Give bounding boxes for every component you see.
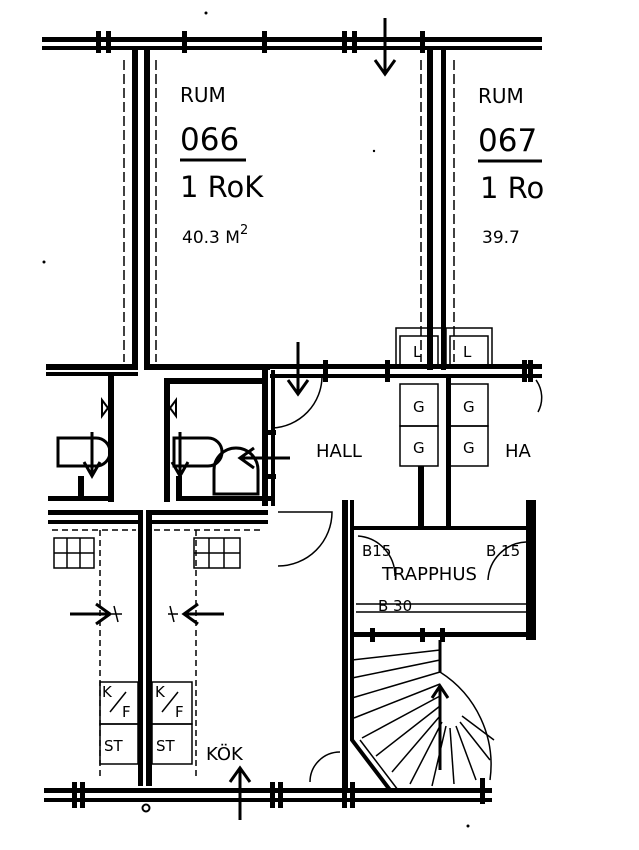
- stair-label: TRAPPHUS: [381, 564, 477, 585]
- storage-cell: L: [413, 343, 422, 361]
- appliance-cells-left: K F ST: [99, 681, 139, 765]
- room-066-type: 1 RoK: [180, 170, 264, 204]
- storage-column-2: L G G: [445, 327, 493, 528]
- spiral-staircase: [350, 640, 495, 792]
- room-067-label: RUM: [478, 84, 524, 108]
- fridge-freezer-f: F: [175, 703, 184, 721]
- kitchen-label: KÖK: [206, 743, 244, 765]
- fridge-freezer-f: F: [122, 703, 131, 721]
- room-066-walls: [144, 48, 433, 370]
- stove-cell: ST: [104, 737, 124, 755]
- kitchen-entry-arrow-icon: [228, 765, 252, 820]
- top-wall: [42, 31, 542, 53]
- room-067: RUM 067 1 Ro 39.7: [441, 48, 544, 370]
- stairwell: [342, 379, 543, 792]
- appliance-cells-center: K F ST: [151, 681, 193, 765]
- dimension-b15-left: B15: [362, 542, 391, 560]
- dimension-b30: B 30: [378, 597, 412, 615]
- room-066: RUM 066 1 RoK 40.3 M2: [180, 83, 264, 248]
- storage-cell: G: [413, 439, 425, 457]
- room-066-number: 066: [180, 122, 239, 158]
- hall-right-label: HA: [505, 441, 532, 462]
- stove-cell: ST: [156, 737, 176, 755]
- kitchen-counter-left: [52, 529, 136, 780]
- left-unit-walls: [46, 48, 138, 376]
- hall-left-label: HALL: [316, 441, 362, 462]
- corridor-upper-wall: [270, 360, 542, 382]
- room-067-area: 39.7: [482, 228, 520, 248]
- hall-door: [271, 342, 323, 429]
- room-067-type: 1 Ro: [480, 171, 544, 205]
- bathroom-left: [48, 376, 114, 502]
- entry-arrow-icon: [373, 18, 397, 77]
- room-067-number: 067: [478, 123, 537, 159]
- kitchen-counter-center: [154, 529, 262, 780]
- bottom-door-arc: [309, 751, 341, 783]
- storage-cell: G: [463, 398, 475, 416]
- fridge-freezer-k: K: [155, 683, 166, 701]
- kitchen-walls: [48, 510, 333, 786]
- storage-column-1: L G G: [395, 327, 443, 528]
- bottom-wall: [44, 778, 492, 813]
- storage-cell: G: [413, 398, 425, 416]
- fridge-freezer-k: K: [102, 683, 113, 701]
- storage-cell: G: [463, 439, 475, 457]
- dimension-b15-right: B 15: [486, 542, 520, 560]
- bathroom-center: [164, 370, 290, 506]
- storage-cell: L: [463, 343, 472, 361]
- room-066-label: RUM: [180, 83, 226, 107]
- room-066-area: 40.3 M2: [182, 223, 248, 248]
